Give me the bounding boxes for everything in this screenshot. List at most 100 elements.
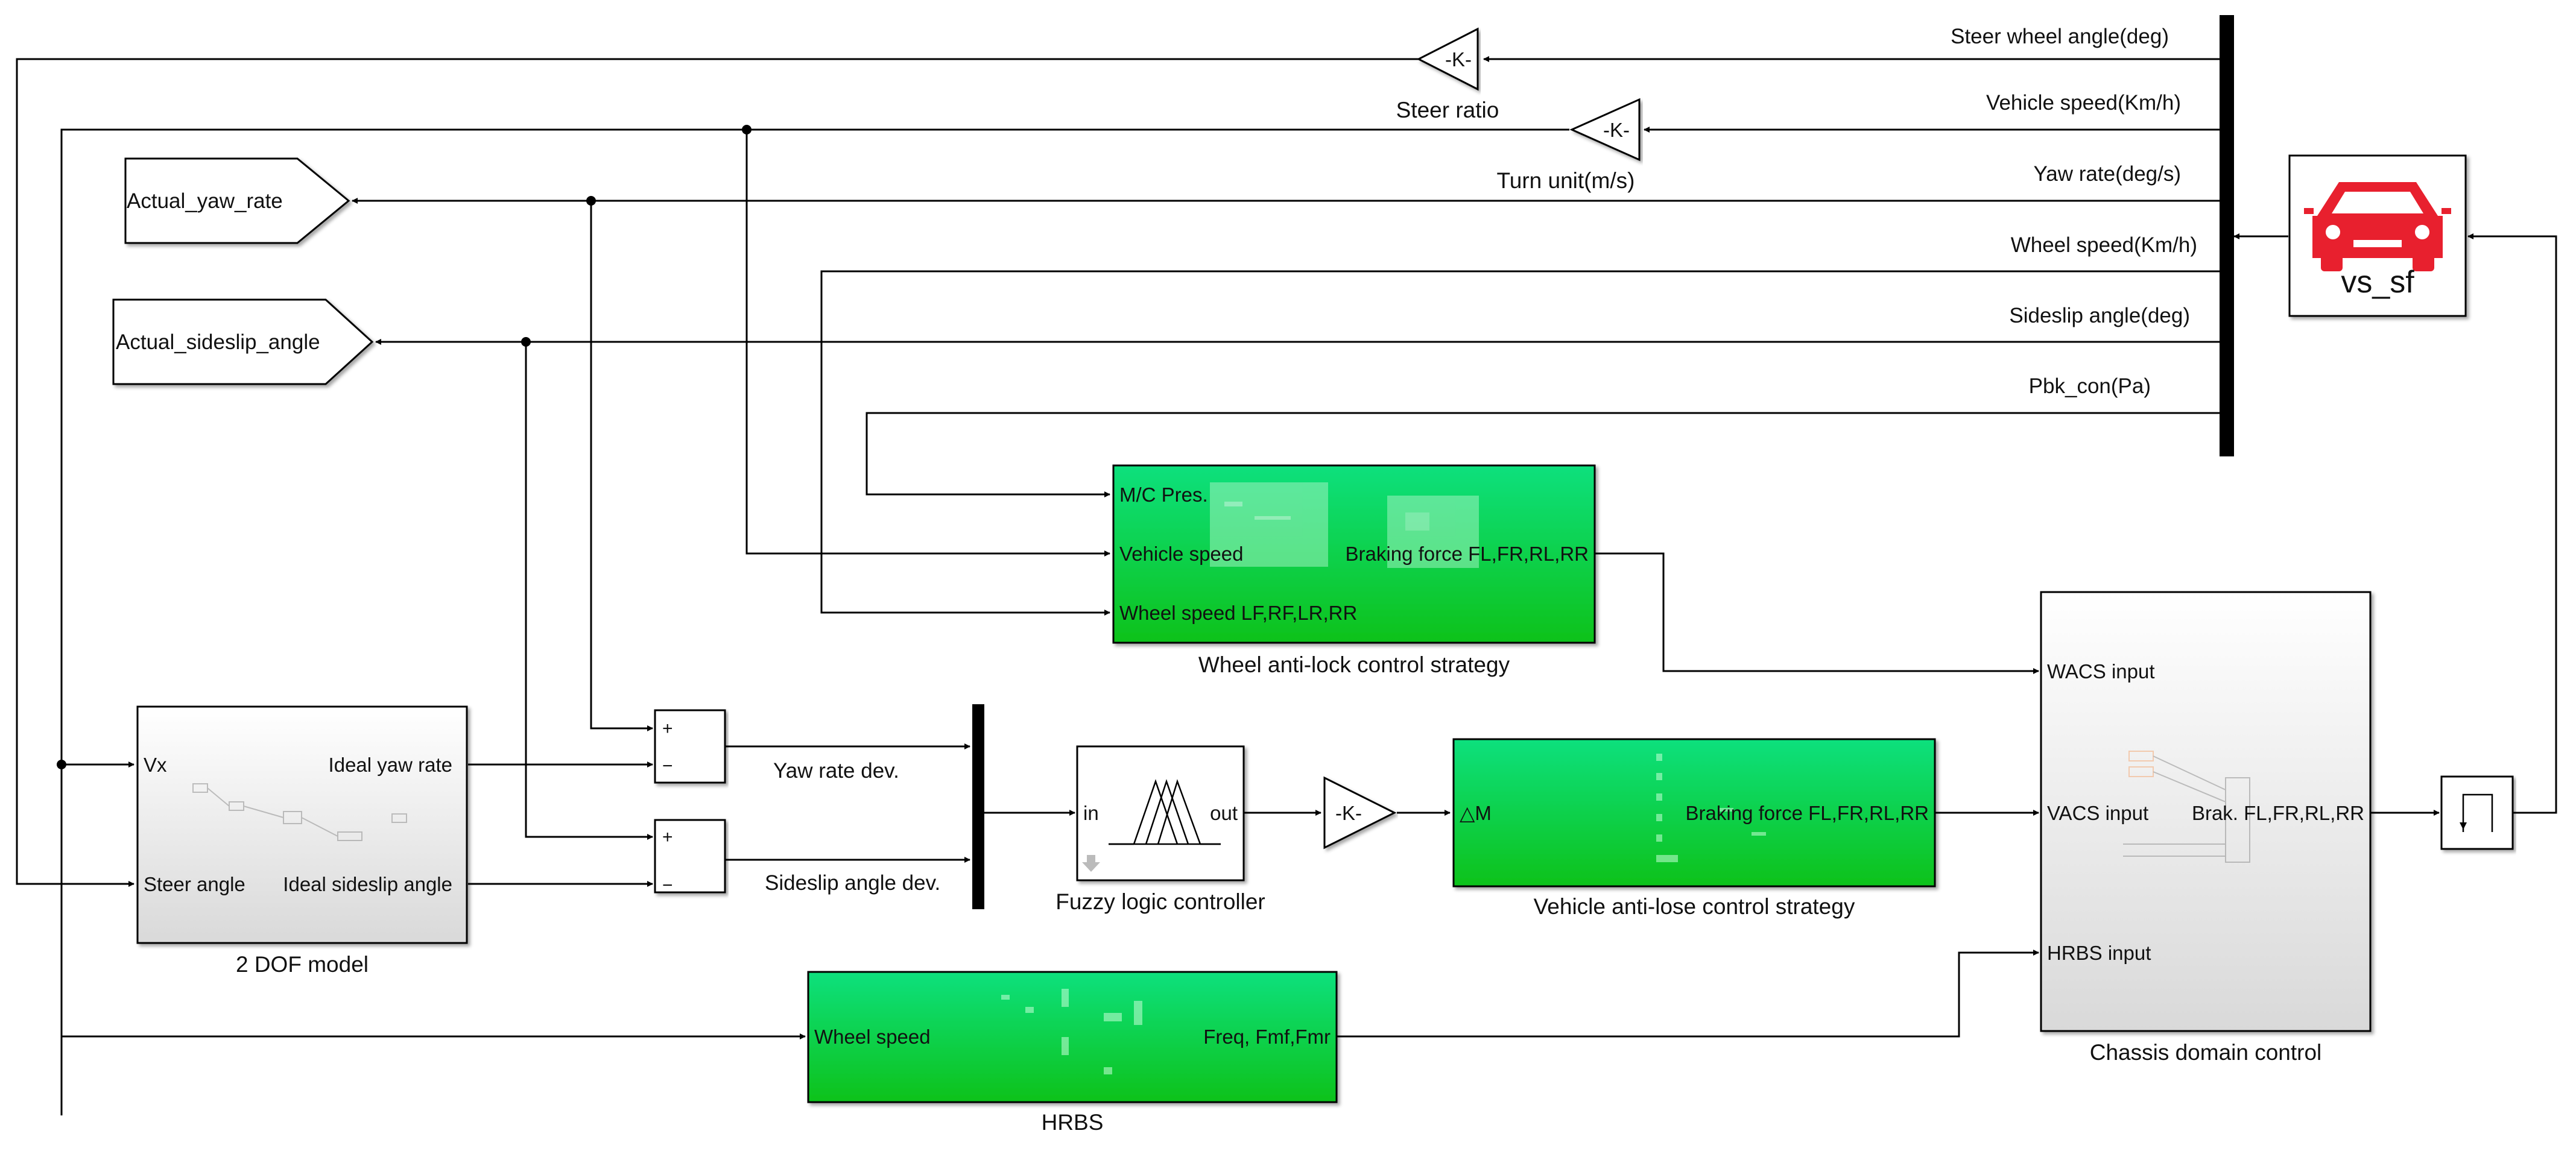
port-hrbs-input: HRBS input: [2047, 942, 2151, 964]
wheel-antilock-subsystem[interactable]: M/C Pres. Vehicle speed Wheel speed LF,R…: [1112, 464, 1596, 677]
port-braking-force: Braking force FL,FR,RL,RR: [1686, 802, 1929, 824]
goto-actual-sideslip-angle[interactable]: Actual_sideslip_angle: [112, 298, 374, 385]
sum-sideslip[interactable]: + −: [654, 819, 726, 895]
steer-ratio-caption: Steer ratio: [1396, 98, 1499, 122]
goto-actual-yaw-rate[interactable]: Actual_yaw_rate: [124, 157, 350, 244]
label-steer-wheel-angle: Steer wheel angle(deg): [1951, 25, 2169, 48]
junction-dot: [57, 760, 66, 769]
pbk-con-line: [866, 412, 2220, 497]
vehicle-antilose-subsystem[interactable]: △M Braking force FL,FR,RL,RR Vehicle ant…: [1452, 738, 1936, 919]
sign-minus: −: [662, 875, 673, 895]
vehicle-block-label: vs_sf: [2341, 265, 2414, 300]
port-in: in: [1083, 802, 1099, 824]
hrbs-subsystem[interactable]: Wheel speed Freq, Fmf,Fmr HRBS: [807, 971, 1338, 1135]
car-icon: [2304, 182, 2451, 271]
gain-symbol: -K-: [1335, 802, 1362, 824]
unit-delay-block[interactable]: [2440, 775, 2514, 850]
junction-dot: [586, 196, 596, 206]
sign-plus: +: [662, 719, 673, 739]
turn-unit-gain[interactable]: -K- Turn unit(m/s): [1497, 98, 1641, 193]
hrbs-out-line: [1337, 950, 2039, 1038]
label-wheel-speed: Wheel speed(Km/h): [2011, 233, 2197, 257]
delay-frame[interactable]: [2440, 775, 2514, 850]
sign-plus: +: [662, 827, 673, 847]
gain-symbol: -K-: [1603, 119, 1630, 141]
subsystem-preview: [1001, 989, 1142, 1074]
goto-label: Actual_yaw_rate: [127, 189, 283, 213]
port-freq-output: Freq, Fmf,Fmr: [1203, 1026, 1331, 1048]
subsystem-frame[interactable]: [1112, 464, 1596, 644]
hrbs-caption: HRBS: [1042, 1110, 1104, 1135]
port-wacs-input: WACS input: [2047, 660, 2155, 683]
mux-block[interactable]: [972, 704, 984, 909]
gain-triangle[interactable]: [1323, 776, 1397, 850]
port-vx: Vx: [144, 754, 167, 776]
port-ideal-sideslip-angle: Ideal sideslip angle: [283, 873, 452, 895]
port-out: out: [1210, 802, 1238, 824]
subsystem-preview: [192, 783, 407, 841]
fuzzy-frame[interactable]: [1076, 745, 1245, 881]
bus-selector[interactable]: [2220, 15, 2234, 456]
signal-lines: [16, 56, 2557, 1115]
port-wheel-speed: Wheel speed LF,RF,LR,RR: [1119, 602, 1357, 624]
label-yaw-rate: Yaw rate(deg/s): [2034, 162, 2181, 186]
sum-frame[interactable]: [654, 819, 726, 894]
turn-unit-caption: Turn unit(m/s): [1497, 168, 1635, 193]
label-sideslip-angle: Sideslip angle(deg): [2009, 304, 2190, 327]
subsystem-preview: [2123, 751, 2250, 863]
sum-frame[interactable]: [654, 709, 726, 784]
yaw-rate-sum-line: [590, 201, 653, 731]
steer-angle-line: [16, 58, 1423, 887]
subsystem-frame[interactable]: [1452, 738, 1936, 888]
sign-minus: −: [662, 756, 673, 776]
membership-icon: [1109, 779, 1221, 845]
gain-triangle[interactable]: [1569, 98, 1641, 162]
fuzzy-logic-controller[interactable]: in out Fuzzy logic controller: [1055, 745, 1265, 914]
port-braking-force: Braking force FL,FR,RL,RR: [1346, 543, 1589, 565]
port-steer-angle: Steer angle: [144, 873, 245, 895]
gain-symbol: -K-: [1445, 48, 1472, 71]
mask-arrow-icon: [1082, 855, 1100, 872]
steer-ratio-gain[interactable]: -K- Steer ratio: [1396, 27, 1499, 122]
subsystem-frame[interactable]: [2040, 591, 2372, 1032]
label-vehicle-speed: Vehicle speed(Km/h): [1986, 91, 2181, 115]
subsystem-frame[interactable]: [807, 971, 1338, 1103]
sideslip-sum-line: [525, 342, 653, 840]
subsystem-preview: [1656, 754, 1766, 862]
feedback-line: [2467, 233, 2557, 814]
label-sideslip-angle-dev: Sideslip angle dev.: [765, 871, 940, 895]
wacs-line: [1595, 552, 2039, 674]
two-dof-caption: 2 DOF model: [236, 952, 369, 977]
gain-triangle[interactable]: [1416, 27, 1479, 91]
hold-icon: [2462, 793, 2493, 832]
signal-labels: Steer wheel angle(deg) Vehicle speed(Km/…: [765, 25, 2197, 895]
port-brak-output: Brak. FL,FR,RL,RR: [2192, 802, 2364, 824]
port-vehicle-speed: Vehicle speed: [1119, 543, 1244, 565]
subsystem-preview: [1210, 482, 1479, 568]
port-vacs-input: VACS input: [2047, 802, 2148, 824]
label-yaw-rate-dev: Yaw rate dev.: [773, 759, 899, 783]
junction-dot: [742, 125, 752, 134]
label-pbk-con: Pbk_con(Pa): [2029, 374, 2151, 398]
chassis-caption: Chassis domain control: [2090, 1040, 2322, 1065]
vehicle-block-vs-sf[interactable]: vs_sf: [2288, 154, 2467, 317]
fuzzy-caption: Fuzzy logic controller: [1055, 889, 1265, 914]
port-mc-pres: M/C Pres.: [1119, 484, 1208, 506]
chassis-domain-control[interactable]: WACS input VACS input HRBS input Brak. F…: [2040, 591, 2372, 1065]
wheel-speed-line: [820, 270, 2220, 616]
junction-dot: [521, 337, 531, 347]
sum-yaw-rate[interactable]: + −: [654, 709, 726, 784]
antilock-speed-line: [745, 130, 1110, 557]
port-ideal-yaw-rate: Ideal yaw rate: [329, 754, 452, 776]
goto-shape[interactable]: [112, 298, 374, 385]
hold-icon-arrow: [2460, 822, 2467, 830]
fuzzy-gain[interactable]: -K-: [1323, 776, 1397, 850]
two-dof-model[interactable]: Vx Steer angle Ideal yaw rate Ideal side…: [136, 705, 468, 977]
subsystem-frame[interactable]: [136, 705, 468, 944]
wheel-antilock-caption: Wheel anti-lock control strategy: [1198, 652, 1510, 677]
goto-label: Actual_sideslip_angle: [116, 330, 320, 354]
speed-ms-line: [60, 128, 1569, 1115]
goto-shape[interactable]: [124, 157, 350, 244]
port-delta-m: △M: [1460, 802, 1492, 824]
